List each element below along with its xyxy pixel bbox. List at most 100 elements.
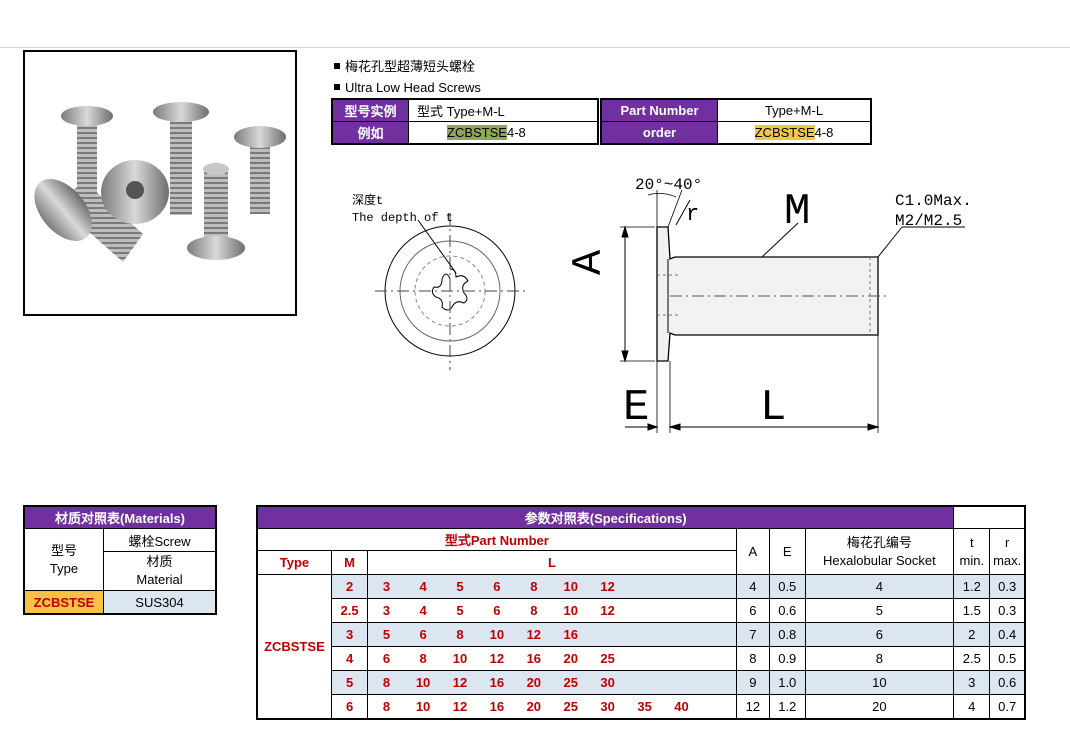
cell-a: 9 bbox=[735, 670, 771, 695]
cell-l bbox=[663, 574, 700, 599]
specs-table: 参数对照表(Specifications) 型式Part Number A E … bbox=[256, 505, 1026, 720]
cell-m: 2 bbox=[330, 574, 369, 599]
material-cn: 材质 bbox=[146, 554, 173, 569]
cell-l bbox=[626, 622, 664, 647]
cell-l bbox=[663, 598, 700, 623]
cell-l: 25 bbox=[552, 694, 590, 720]
cell-l: 10 bbox=[552, 598, 590, 623]
cell-socket: 8 bbox=[804, 646, 955, 671]
depth-en-label: The depth of t bbox=[352, 211, 453, 225]
cell-l: 8 bbox=[367, 670, 405, 695]
cell-l bbox=[626, 670, 664, 695]
cell-l: 12 bbox=[589, 598, 627, 623]
cell-t: 1.5 bbox=[953, 598, 991, 623]
r-sub: max. bbox=[993, 552, 1022, 568]
cell-l: 4 bbox=[404, 574, 442, 599]
depth-cn-label: 深度t bbox=[352, 192, 383, 208]
cell-socket: 5 bbox=[804, 598, 955, 623]
t-sub: min. bbox=[959, 552, 985, 568]
cell-e: 1.0 bbox=[769, 670, 806, 695]
col-m-header: M bbox=[330, 550, 369, 575]
pn-en-code: ZCBSTSE bbox=[754, 125, 815, 140]
cell-l: 40 bbox=[663, 694, 700, 720]
cell-l: 8 bbox=[367, 694, 405, 720]
title-en: Ultra Low Head Screws bbox=[334, 80, 481, 95]
cell-l: 16 bbox=[552, 622, 590, 647]
cell-l: 12 bbox=[441, 694, 479, 720]
part-number-cn-table: 型号实例 型式 Type+M-L 例如 ZCBSTSE4-8 bbox=[331, 98, 599, 145]
cell-l: 12 bbox=[515, 622, 553, 647]
cell-l bbox=[699, 598, 737, 623]
col-type-header: Type bbox=[256, 550, 332, 575]
cell-l bbox=[589, 622, 627, 647]
cell-e: 0.6 bbox=[769, 598, 806, 623]
materials-code: ZCBSTSE bbox=[23, 590, 104, 615]
cell-l bbox=[699, 646, 737, 671]
cell-l: 8 bbox=[515, 574, 553, 599]
cell-l: 6 bbox=[478, 598, 516, 623]
cell-l: 16 bbox=[478, 670, 516, 695]
col-a-header: A bbox=[735, 528, 771, 575]
cell-l bbox=[699, 574, 737, 599]
cell-l: 3 bbox=[367, 598, 405, 623]
cell-l: 25 bbox=[552, 670, 590, 695]
materials-value: SUS304 bbox=[103, 590, 217, 615]
cell-l: 10 bbox=[404, 694, 442, 720]
cell-l bbox=[626, 574, 664, 599]
technical-drawing: 深度t The depth of t 20°~40° r M bbox=[352, 176, 972, 433]
product-photo bbox=[23, 50, 297, 316]
pn-en-label-1: Part Number bbox=[600, 98, 718, 122]
title-cn: 梅花孔型超薄短头螺栓 bbox=[334, 56, 475, 75]
cell-r: 0.5 bbox=[989, 646, 1026, 671]
socket-en: Hexalobular Socket bbox=[823, 552, 936, 568]
cell-l: 4 bbox=[404, 598, 442, 623]
screws-image bbox=[34, 102, 286, 262]
cell-m: 4 bbox=[330, 646, 369, 671]
cell-t: 1.2 bbox=[953, 574, 991, 599]
col-t-header: t min. bbox=[953, 528, 991, 575]
l-label: L bbox=[760, 383, 786, 433]
pn-en-value-2: ZCBSTSE4-8 bbox=[717, 121, 872, 145]
cell-a: 7 bbox=[735, 622, 771, 647]
cell-l: 30 bbox=[589, 694, 627, 720]
materials-type-header: 型号 Type bbox=[23, 528, 104, 591]
type-cn: 型号 bbox=[50, 542, 77, 558]
cell-l: 6 bbox=[478, 574, 516, 599]
materials-screw-header: 螺栓Screw bbox=[103, 528, 217, 552]
cell-l: 20 bbox=[515, 694, 553, 720]
specs-part-number-header: 型式Part Number bbox=[256, 528, 737, 551]
cell-l bbox=[663, 622, 700, 647]
cell-l: 25 bbox=[589, 646, 627, 671]
side-view bbox=[620, 189, 965, 433]
cell-socket: 4 bbox=[804, 574, 955, 599]
cell-e: 0.8 bbox=[769, 622, 806, 647]
chamfer-label-2: M2/M2.5 bbox=[895, 212, 962, 230]
cell-l: 3 bbox=[367, 574, 405, 599]
r-label: r bbox=[686, 202, 699, 227]
angle-label: 20°~40° bbox=[635, 176, 702, 194]
pn-en-label-2: order bbox=[600, 121, 718, 145]
type-en: Type bbox=[49, 560, 79, 576]
cell-l: 10 bbox=[404, 670, 442, 695]
pn-cn-value-1: 型式 Type+M-L bbox=[408, 98, 599, 122]
cell-a: 6 bbox=[735, 598, 771, 623]
cell-l bbox=[699, 622, 737, 647]
cell-l: 12 bbox=[441, 670, 479, 695]
cell-l bbox=[663, 646, 700, 671]
cell-a: 8 bbox=[735, 646, 771, 671]
pn-en-value-1: Type+M-L bbox=[717, 98, 872, 122]
cell-l: 5 bbox=[441, 574, 479, 599]
cell-l: 8 bbox=[441, 622, 479, 647]
t-label: t bbox=[969, 534, 974, 550]
cell-l: 35 bbox=[626, 694, 664, 720]
cell-r: 0.3 bbox=[989, 574, 1026, 599]
cell-l bbox=[626, 598, 664, 623]
